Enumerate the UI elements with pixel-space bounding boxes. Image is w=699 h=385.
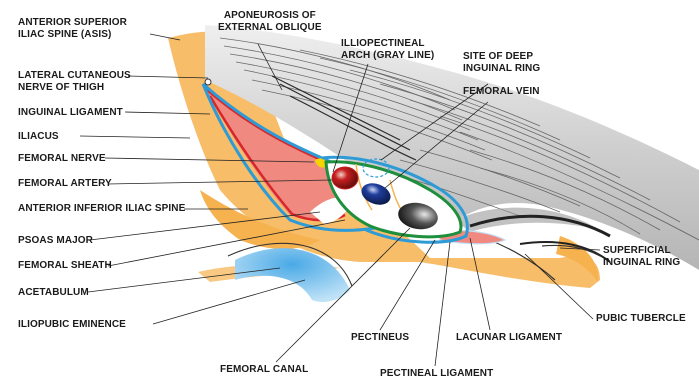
label-iliopubic: ILIOPUBIC EMINENCE: [18, 319, 126, 331]
label-asis: ANTERIOR SUPERIOR ILIAC SPINE (ASIS): [18, 17, 127, 41]
label-pectineus: PECTINEUS: [351, 332, 409, 344]
label-femoral-vein: FEMORAL VEIN: [463, 86, 540, 98]
label-lateral-cutaneous-line2: NERVE OF THIGH: [18, 82, 131, 94]
label-lateral-cutaneous: LATERAL CUTANEOUS NERVE OF THIGH: [18, 70, 131, 94]
label-lacunar: LACUNAR LIGAMENT: [456, 332, 562, 344]
label-inguinal-ligament: INGUINAL LIGAMENT: [18, 107, 123, 119]
label-psoas-major: PSOAS MAJOR: [18, 235, 93, 247]
label-iliopectineal: ILLIOPECTINEAL ARCH (GRAY LINE): [341, 38, 434, 62]
label-iliopectineal-line1: ILLIOPECTINEAL: [341, 38, 434, 50]
label-iliacus: ILIACUS: [18, 131, 59, 143]
label-aponeurosis-line1: APONEUROSIS OF: [218, 10, 322, 22]
label-pubic-tubercle: PUBIC TUBERCLE: [596, 313, 686, 325]
label-femoral-canal: FEMORAL CANAL: [220, 364, 308, 376]
label-aponeurosis-line2: EXTERNAL OBLIQUE: [218, 22, 322, 34]
label-femoral-sheath: FEMORAL SHEATH: [18, 260, 112, 272]
label-superficial-ring-line2: INGUINAL RING: [603, 257, 680, 269]
label-deep-ring-line1: SITE OF DEEP: [463, 51, 540, 63]
label-deep-ring: SITE OF DEEP INGUINAL RING: [463, 51, 540, 75]
label-superficial-ring: SUPERFICIAL INGUINAL RING: [603, 245, 680, 269]
label-pectineal: PECTINEAL LIGAMENT: [380, 368, 493, 380]
label-asis-line1: ANTERIOR SUPERIOR: [18, 17, 127, 29]
label-femoral-nerve: FEMORAL NERVE: [18, 153, 106, 165]
label-femoral-artery: FEMORAL ARTERY: [18, 178, 112, 190]
label-aiis: ANTERIOR INFERIOR ILIAC SPINE: [18, 203, 185, 215]
label-iliopectineal-line2: ARCH (GRAY LINE): [341, 50, 434, 62]
label-superficial-ring-line1: SUPERFICIAL: [603, 245, 680, 257]
label-lateral-cutaneous-line1: LATERAL CUTANEOUS: [18, 70, 131, 82]
label-acetabulum: ACETABULUM: [18, 287, 89, 299]
label-asis-line2: ILIAC SPINE (ASIS): [18, 29, 127, 41]
label-aponeurosis: APONEUROSIS OF EXTERNAL OBLIQUE: [218, 10, 322, 34]
label-deep-ring-line2: INGUINAL RING: [463, 63, 540, 75]
femoral-artery-shape: [332, 167, 358, 189]
